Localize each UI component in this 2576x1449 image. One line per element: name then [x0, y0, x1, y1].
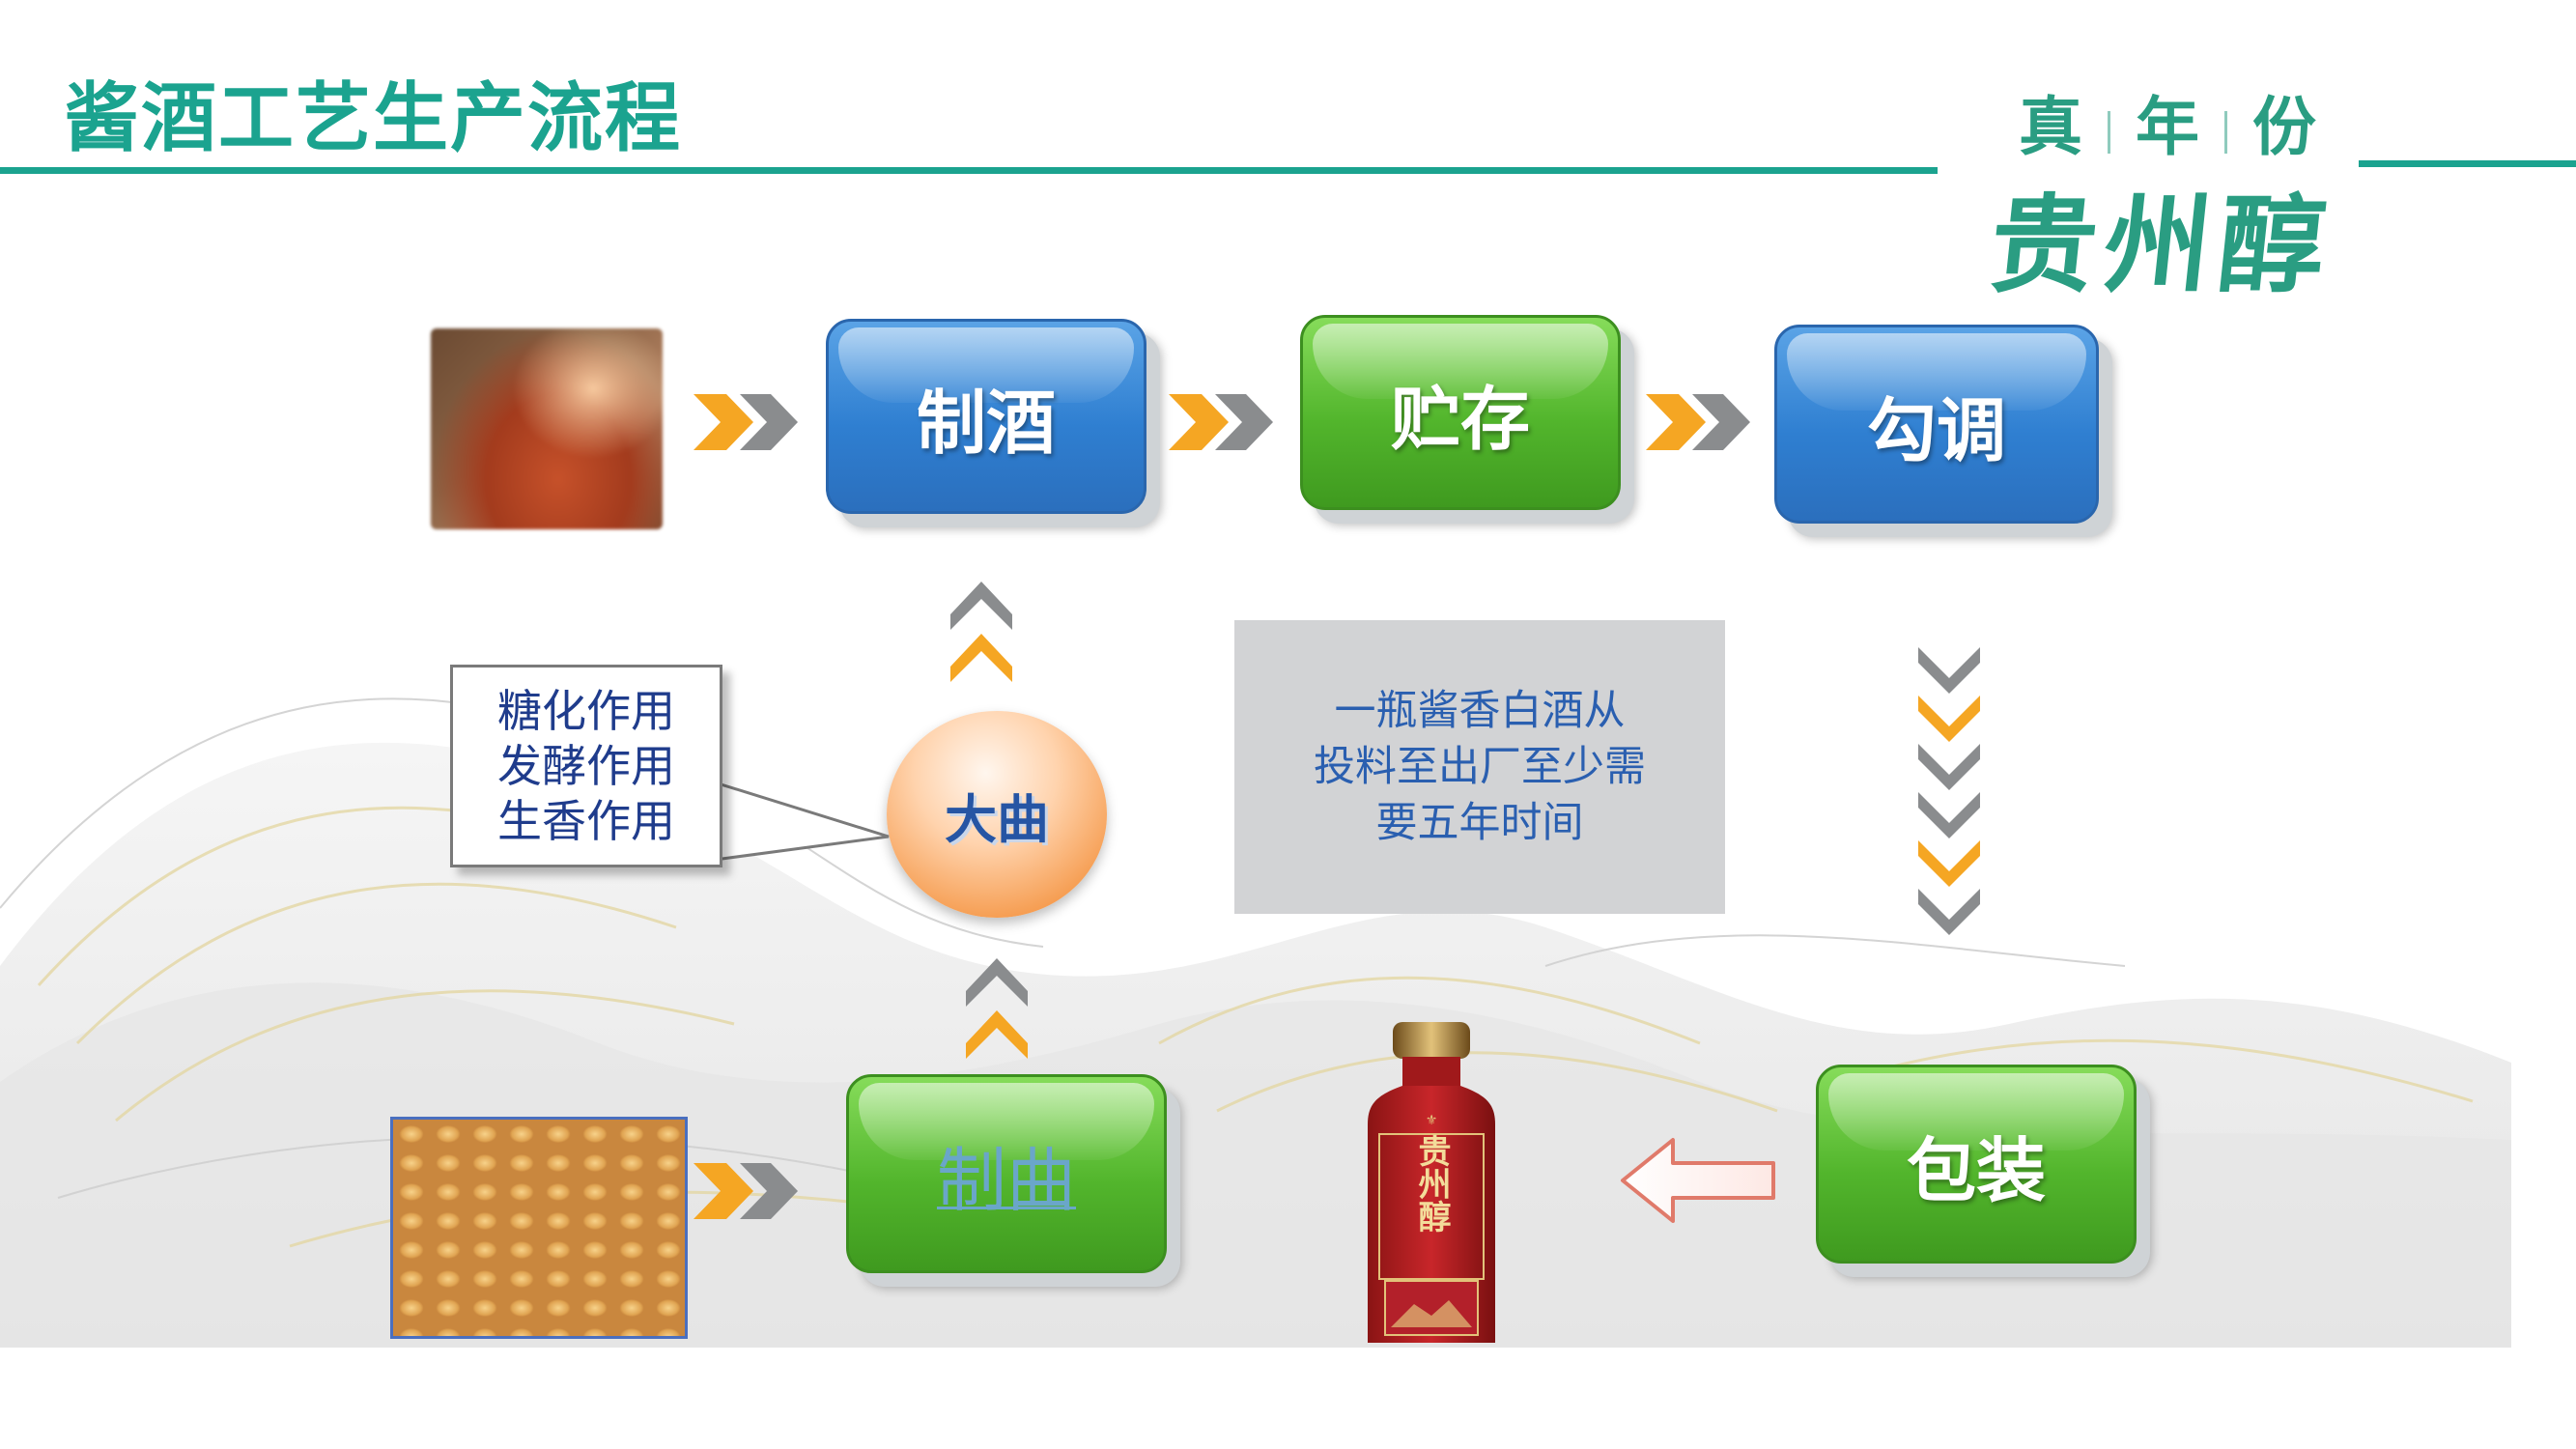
logo-separator — [2108, 111, 2110, 154]
chevron-down-icon — [1918, 647, 1980, 935]
callout-pointer — [715, 781, 890, 862]
bottle-label: 贵州醇 — [1412, 1134, 1451, 1233]
callout-line-2: 发酵作用 — [497, 739, 675, 792]
process-label-baozhuang: 包装 — [1906, 1129, 2046, 1211]
callout-line-3: 生香作用 — [497, 794, 675, 847]
daqu-circle: 大曲 — [887, 711, 1107, 918]
chevron-up-icon — [950, 582, 1012, 682]
process-box-baozhuang: 包装 — [1816, 1065, 2137, 1264]
header-divider-left — [0, 167, 1938, 174]
process-box-zhiqu[interactable]: 制曲 — [846, 1074, 1167, 1273]
liquor-bottle-image: ⚜ — [1368, 1022, 1495, 1343]
chevron-right-icon — [1169, 394, 1273, 450]
chevron-up-icon — [966, 958, 1028, 1059]
logo-brand: 贵州醇 — [1984, 183, 2339, 307]
chevron-right-icon — [1646, 394, 1750, 450]
logo-char-3: 份 — [2252, 89, 2316, 164]
info-box: 一瓶酱香白酒从 投料至出厂至少需 要五年时间 — [1234, 620, 1725, 914]
svg-text:⚜: ⚜ — [1426, 1113, 1438, 1128]
chevron-right-icon — [694, 394, 798, 450]
page-title: 酱酒工艺生产流程 — [64, 75, 683, 162]
logo-char-2: 年 — [2136, 89, 2199, 164]
process-box-goutiao: 勾调 — [1774, 325, 2099, 524]
process-label-zhijiu: 制酒 — [916, 382, 1056, 464]
chevron-right-icon — [694, 1163, 798, 1219]
process-label-goutiao: 勾调 — [1866, 389, 2006, 471]
process-box-zhijiu: 制酒 — [826, 319, 1146, 514]
info-line-3: 要五年时间 — [1375, 799, 1584, 847]
callout-box: 糖化作用 发酵作用 生香作用 — [450, 665, 722, 867]
header-divider-right — [2359, 160, 2576, 167]
daqu-label: 大曲 — [945, 788, 1049, 850]
process-box-zhucun: 贮存 — [1300, 315, 1621, 510]
callout-line-1: 糖化作用 — [497, 684, 675, 737]
logo-char-1: 真 — [2019, 89, 2082, 164]
info-line-2: 投料至出厂至少需 — [1314, 743, 1646, 791]
process-label-zhucun: 贮存 — [1390, 378, 1530, 460]
wheat-photo — [390, 1117, 688, 1339]
logo-separator — [2224, 111, 2227, 154]
logo-slogan: 真年份 — [2019, 75, 2316, 168]
info-line-1: 一瓶酱香白酒从 — [1334, 687, 1626, 735]
arrow-left-icon — [1621, 1138, 1775, 1223]
sorghum-photo — [431, 328, 663, 529]
process-link-zhiqu[interactable]: 制曲 — [936, 1139, 1076, 1221]
